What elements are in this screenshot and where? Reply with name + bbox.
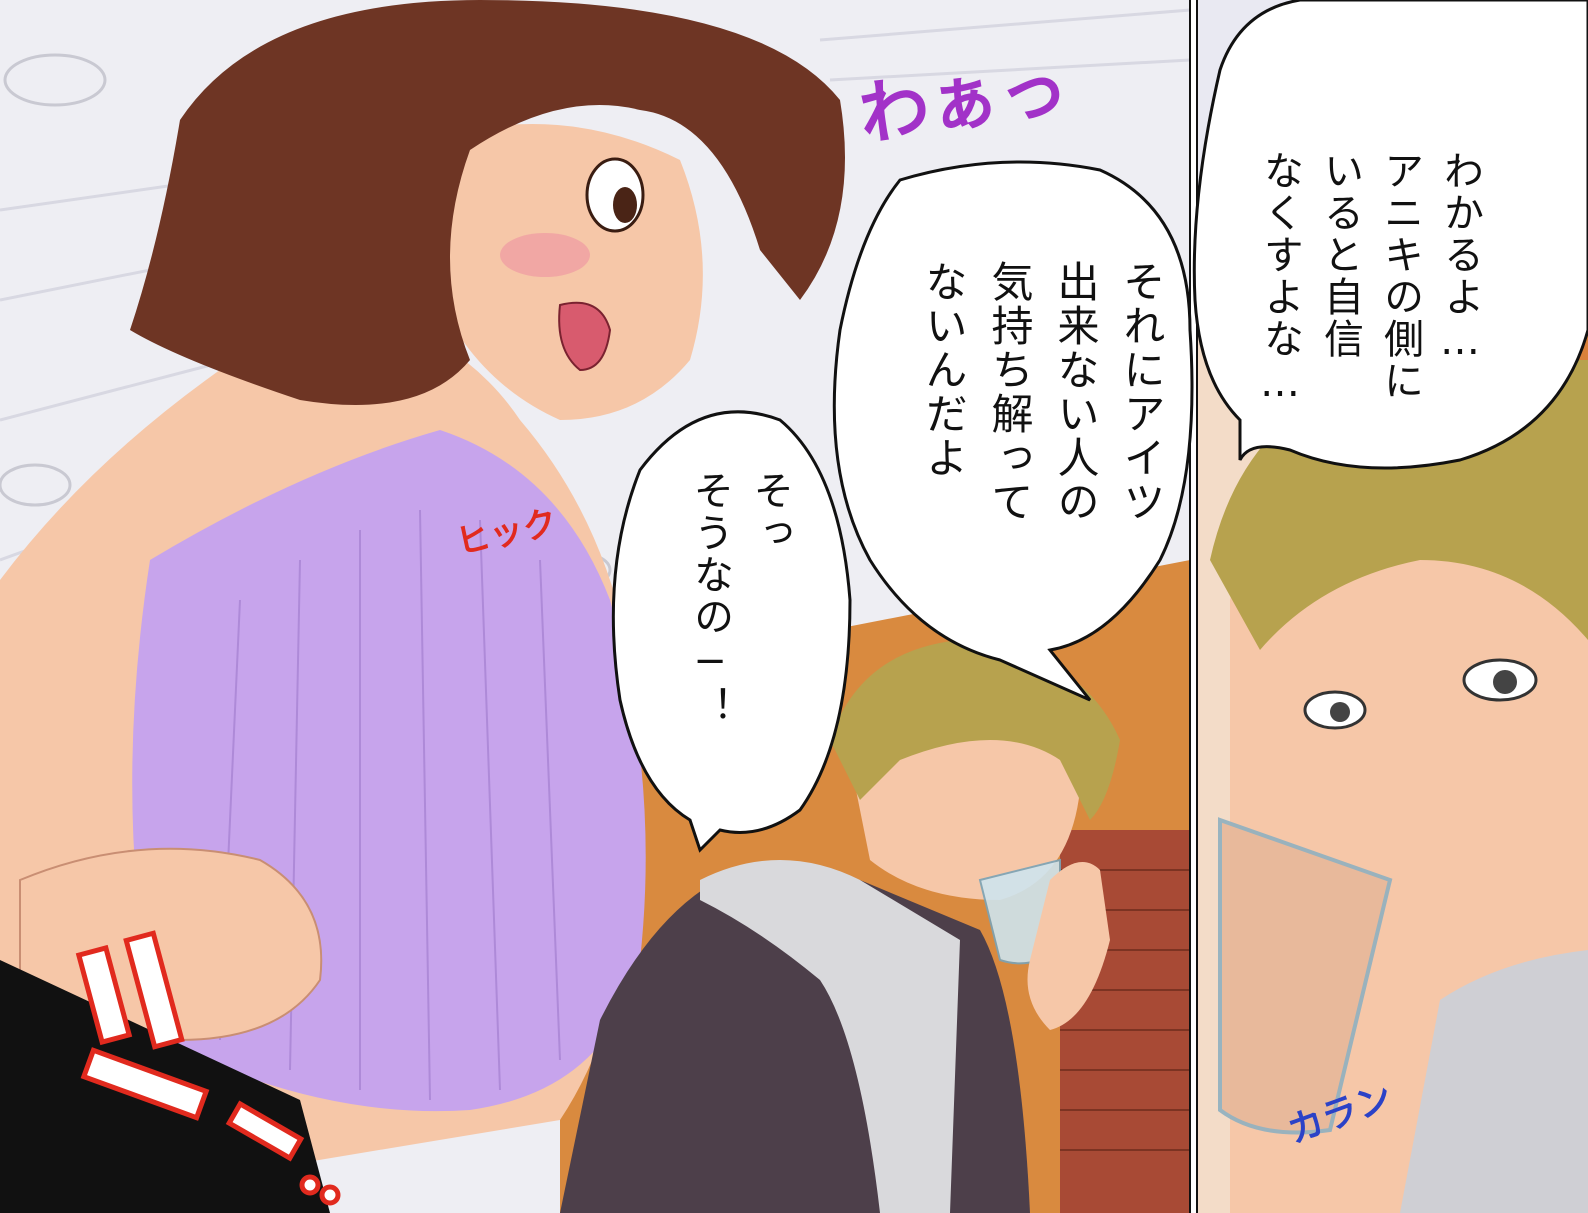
ceiling-light [0, 463, 72, 507]
boy-hoodie [700, 860, 960, 1213]
boy-hair [830, 640, 1120, 820]
girl-hair [130, 0, 845, 405]
closeup-drink-glass [1218, 817, 1393, 1135]
speech-bubble-sounano [611, 410, 852, 853]
panel-gutter [1190, 0, 1196, 1213]
speech-text-soreni: それにアイツ 出来ない人の 気持ち解って ないんだよ [919, 260, 1166, 524]
boy-hand [1027, 862, 1110, 1030]
speech-text-anaki: わかるよ… アニキの側に いると自信 なくすよな… [1257, 150, 1483, 408]
speech-text-sounano: そっ そうなの−！ [687, 470, 793, 728]
boy-figure [560, 640, 1120, 1213]
boy-closeup-hoodie [1400, 950, 1588, 1213]
dosun-sfx-graphic [75, 930, 341, 1206]
ceiling-light [3, 53, 107, 107]
speech-bubble-soreni [832, 160, 1194, 702]
girl-mouth [558, 301, 612, 372]
